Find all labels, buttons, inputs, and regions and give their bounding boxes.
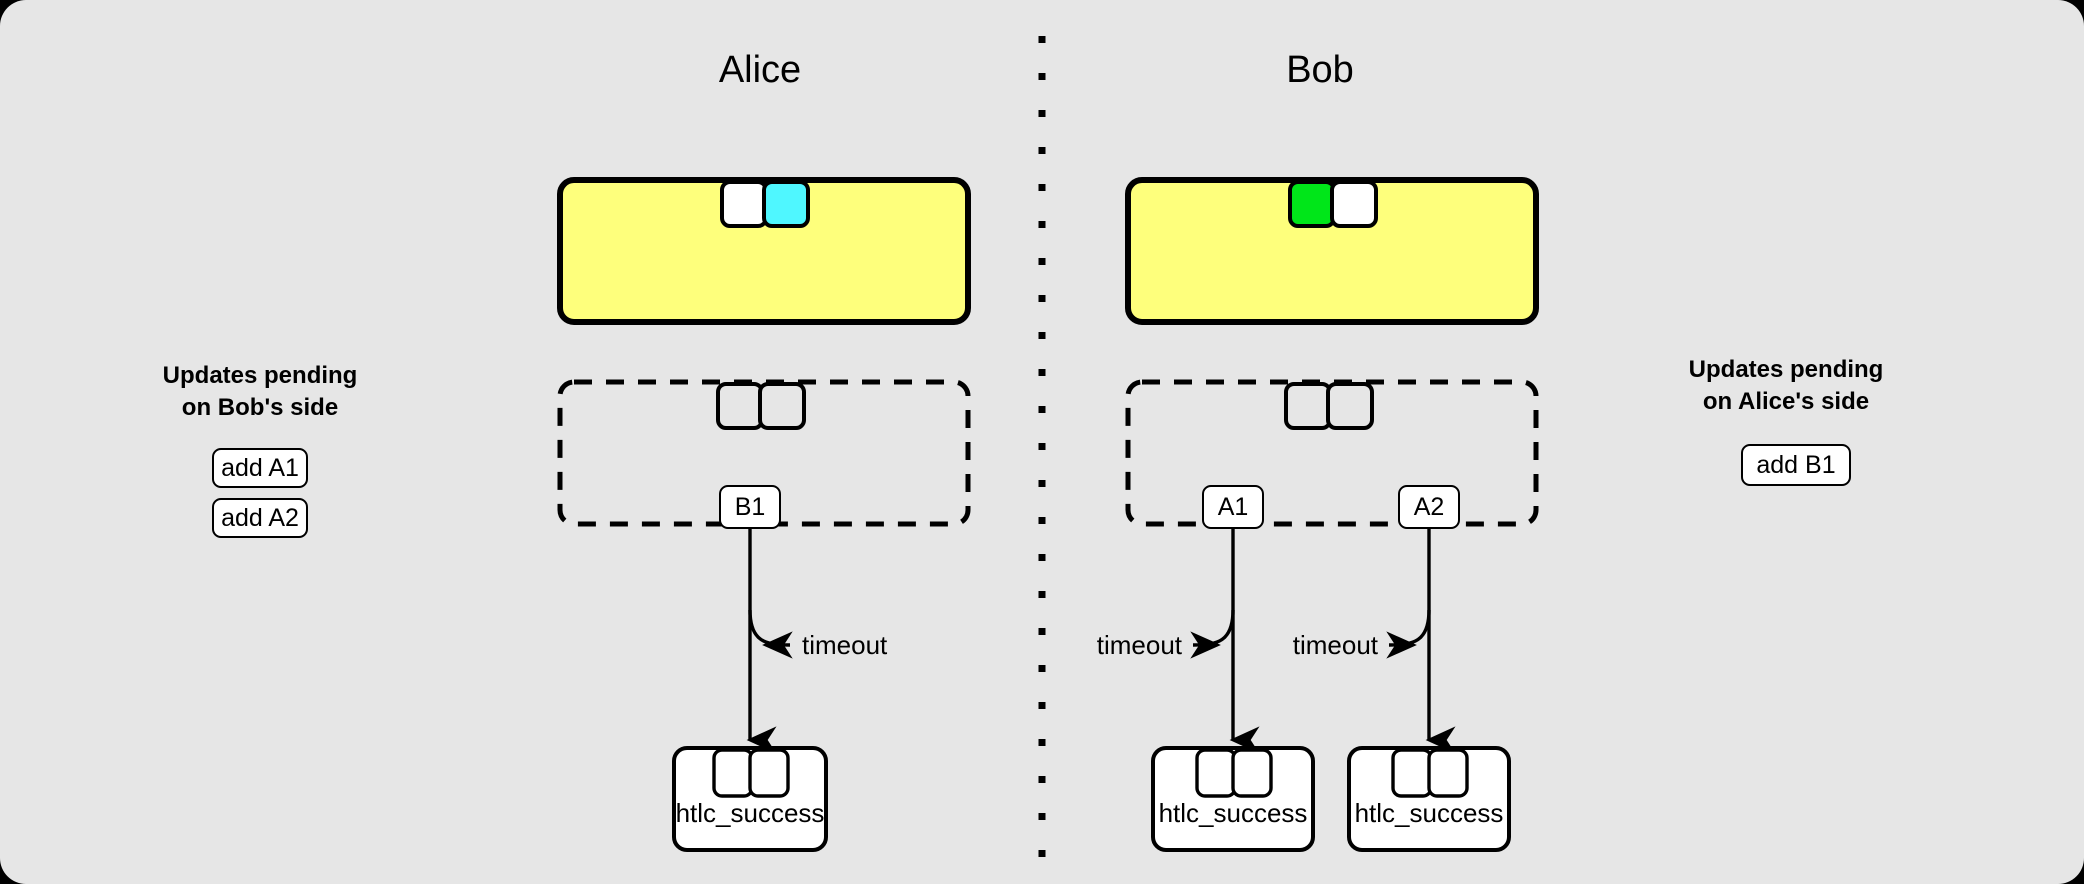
htlc-success-label-alice: htlc_success: [675, 798, 825, 828]
page-title-alice: Alice: [718, 49, 802, 91]
pending-update-add-a1[interactable]: add A1: [212, 448, 308, 488]
alice-b1-spend-arrow: [746, 524, 793, 754]
htlc-node-b1[interactable]: B1: [719, 485, 781, 529]
alice-pending-output-2: [758, 382, 806, 430]
bob-htlc-success-tx-2: [1347, 746, 1511, 852]
bob-pending-updates-heading-line2: on Alice's side: [1702, 388, 1870, 415]
bob-output-htlc: [1288, 180, 1336, 228]
timeout-label-alice-b1: timeout: [802, 630, 888, 660]
page-title-bob: Bob: [1286, 49, 1354, 91]
alice-pending-updates-heading-line2: on Bob's side: [181, 394, 339, 421]
alice-b1-timeout-arrow: [748, 609, 793, 659]
htlc-node-a2[interactable]: A2: [1398, 485, 1460, 529]
alice-htlc-success-tx: [672, 746, 828, 852]
bob-pending-commitment: [1125, 379, 1539, 527]
bob-pending-output-2: [1326, 382, 1374, 430]
bob-a1-spend-arrow: [1190, 524, 1260, 754]
bob-a2-spend-arrow: [1386, 524, 1456, 754]
timeout-label-bob-a1: timeout: [1096, 630, 1182, 660]
alice-pending-commitment: [557, 379, 971, 527]
htlc-success-label-bob-2: htlc_success: [1354, 798, 1504, 828]
alice-commitment-tx: [557, 177, 971, 325]
bob-commitment-tx: [1125, 177, 1539, 325]
bob-pending-output-1: [1284, 382, 1332, 430]
bob-pending-updates-heading-line1: Updates pending: [1688, 356, 1884, 383]
htlc-success-label-bob-1: htlc_success: [1158, 798, 1308, 828]
bob-htlc-success-tx-1: [1151, 746, 1315, 852]
alice-pending-updates-heading-line1: Updates pending: [162, 362, 358, 389]
timeout-label-bob-a2: timeout: [1292, 630, 1378, 660]
htlc-node-a1[interactable]: A1: [1202, 485, 1264, 529]
alice-pending-output-1: [716, 382, 764, 430]
pending-update-add-a2[interactable]: add A2: [212, 498, 308, 538]
bob-a2-timeout-arrow: [1386, 609, 1431, 659]
pending-update-add-b1[interactable]: add B1: [1741, 444, 1851, 486]
bob-a1-timeout-arrow: [1190, 609, 1235, 659]
bob-output-to-local: [1330, 180, 1378, 228]
alice-output-to-local: [720, 180, 768, 228]
alice-output-htlc: [762, 180, 810, 228]
